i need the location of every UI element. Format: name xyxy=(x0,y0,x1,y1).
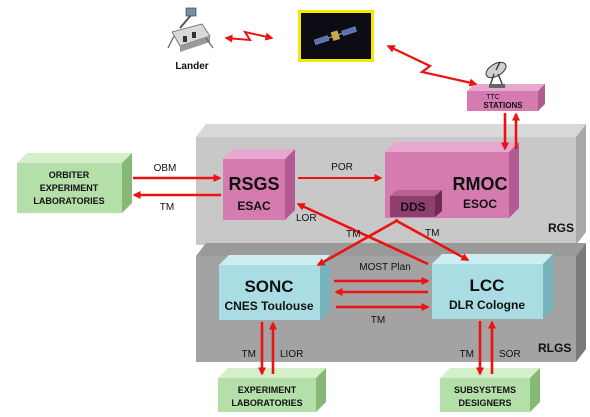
arrow-lor xyxy=(296,202,429,266)
rgs-label: RGS xyxy=(548,221,574,235)
rsgs-subtitle: ESAC xyxy=(237,199,271,213)
lor-label: LOR xyxy=(296,213,317,224)
orbiter-labs-line1: ORBITER xyxy=(49,170,90,180)
lander-spacecraft-link xyxy=(224,30,274,43)
lcc-box[interactable]: LCC DLR Cologne xyxy=(432,254,553,319)
rmoc-subtitle: ESOC xyxy=(463,197,497,211)
subsystems-line2: DESIGNERS xyxy=(458,398,511,408)
subsystems-designers-box[interactable]: SUBSYSTEMS DESIGNERS xyxy=(440,368,540,412)
dds-label: DDS xyxy=(400,200,425,214)
experiment-labs-line1: EXPERIMENT xyxy=(238,385,297,395)
rsgs-box[interactable]: RSGS ESAC xyxy=(223,149,295,220)
most-plan-label: MOST Plan xyxy=(359,262,411,273)
ttc-line2: STATIONS xyxy=(483,101,523,110)
ttc-line1: TTC xyxy=(486,94,500,101)
rsgs-title: RSGS xyxy=(228,174,279,194)
orbiter-labs-line2: EXPERIMENT xyxy=(40,183,99,193)
lander-icon xyxy=(167,7,214,52)
tm-rmoc-sonc-label: TM xyxy=(346,229,360,240)
spacecraft-image xyxy=(298,10,374,62)
sonc-subtitle: CNES Toulouse xyxy=(224,299,313,313)
rmoc-title: RMOC xyxy=(453,174,508,194)
tm-rmoc-lcc-label: TM xyxy=(425,228,439,239)
orbiter-labs-box[interactable]: ORBITER EXPERIMENT LABORATORIES xyxy=(17,153,132,213)
satellite-dish-icon xyxy=(485,61,507,88)
spacecraft-ttc-link xyxy=(386,45,478,87)
lander-label: Lander xyxy=(175,61,208,72)
obm-label: OBM xyxy=(154,163,177,174)
lcc-subtitle: DLR Cologne xyxy=(449,298,525,312)
tm-exp-label: TM xyxy=(242,349,256,360)
tm-lcc-sonc-label: TM xyxy=(371,315,385,326)
ttc-stations-box[interactable]: TTC STATIONS xyxy=(467,84,545,111)
rlgs-label: RLGS xyxy=(538,341,571,355)
sonc-box[interactable]: SONC CNES Toulouse xyxy=(219,255,330,320)
arrow-tm-rmoc-sonc xyxy=(316,218,399,267)
sor-label: SOR xyxy=(499,349,521,360)
experiment-labs-line2: LABORATORIES xyxy=(231,398,302,408)
lcc-title: LCC xyxy=(470,276,505,295)
experiment-labs-box[interactable]: EXPERIMENT LABORATORIES xyxy=(218,368,326,412)
orbiter-labs-line3: LABORATORIES xyxy=(33,196,104,206)
arrow-tm-rmoc-lcc xyxy=(394,218,470,262)
sonc-title: SONC xyxy=(244,277,293,296)
dds-box[interactable]: DDS xyxy=(390,190,442,217)
subsystems-line1: SUBSYSTEMS xyxy=(454,385,516,395)
por-label: POR xyxy=(331,162,353,173)
tm-sub-label: TM xyxy=(460,349,474,360)
tm-orbiter-label: TM xyxy=(160,202,174,213)
lior-label: LIOR xyxy=(280,349,303,360)
